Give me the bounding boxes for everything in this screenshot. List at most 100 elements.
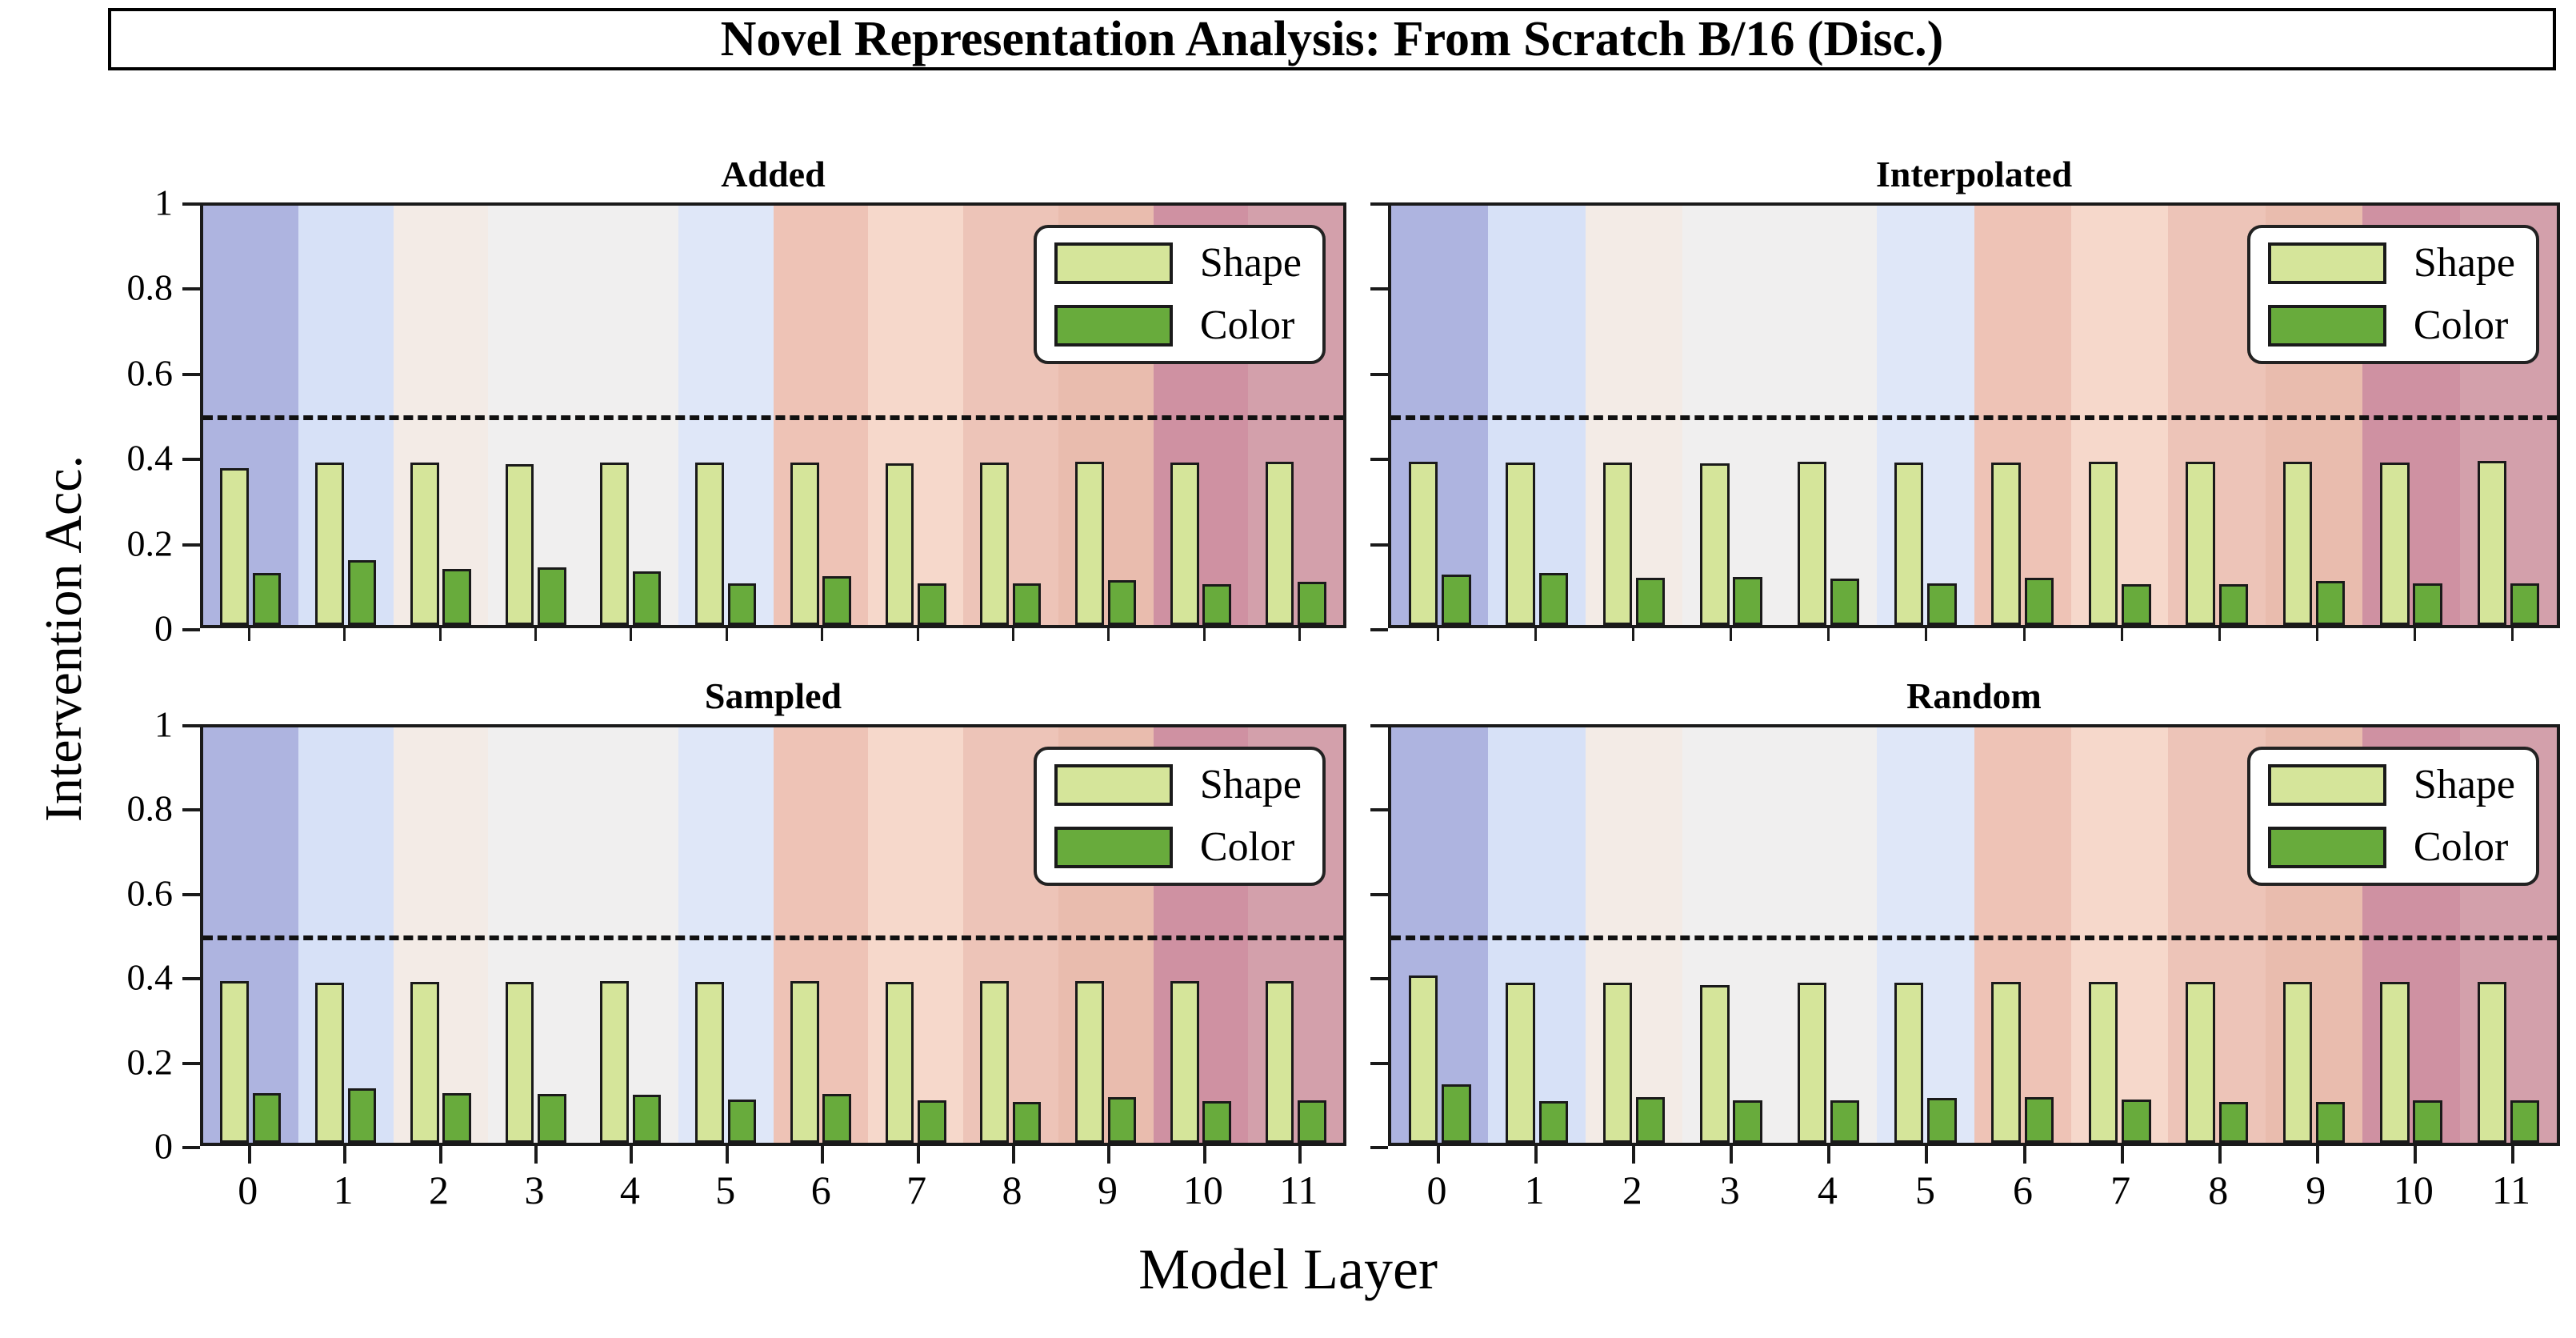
bar-shape <box>790 462 819 625</box>
bar-group-layer-1 <box>1488 206 1585 625</box>
bar-group-layer-4 <box>583 206 678 625</box>
x-tick-mark <box>916 1146 920 1164</box>
y-tick-mark <box>182 1146 200 1149</box>
x-tick-label: 11 <box>2491 1168 2531 1212</box>
x-tick-label: 9 <box>2306 1168 2326 1212</box>
bar-shape <box>1894 983 1924 1143</box>
x-tick-mark <box>2218 1146 2222 1164</box>
bar-color <box>727 1099 757 1143</box>
y-tick-label: 0 <box>154 607 173 649</box>
y-tick-mark <box>1370 724 1388 727</box>
bar-color <box>1927 583 1957 625</box>
x-tick-mark <box>534 1146 538 1164</box>
bar-color <box>1012 1102 1042 1143</box>
y-tick-label: 1 <box>154 182 173 223</box>
x-tick-mark <box>2022 628 2026 641</box>
x-tick-mark <box>1107 1146 1111 1164</box>
bar-shape <box>1265 980 1294 1143</box>
bar-group-layer-6 <box>774 206 869 625</box>
bar-color <box>1012 583 1042 625</box>
bar-shape <box>790 980 819 1143</box>
bar-shape <box>1894 462 1924 625</box>
bar-group-layer-5 <box>1877 206 1974 625</box>
bar-color <box>1733 576 1762 625</box>
y-tick-mark <box>1370 628 1388 631</box>
bar-shape <box>1602 462 1633 625</box>
bar-shape <box>1506 462 1535 625</box>
x-tick-mark <box>1298 1146 1302 1164</box>
bars-layer <box>1391 727 2557 1143</box>
x-tick-mark <box>725 628 728 641</box>
x-tick-mark <box>916 628 919 641</box>
y-tick-mark <box>182 458 200 462</box>
bar-color <box>2315 580 2346 625</box>
legend-item-color[interactable]: Color <box>2267 305 2515 347</box>
bar-color <box>2122 1099 2151 1143</box>
bar-group-layer-10 <box>2362 727 2459 1143</box>
legend-item-color[interactable]: Color <box>1054 305 1302 347</box>
y-tick-mark <box>1370 808 1388 812</box>
bar-group-layer-0 <box>1391 206 1488 625</box>
bar-group-layer-11 <box>2460 727 2557 1143</box>
bar-shape <box>2380 462 2410 625</box>
x-tick-mark <box>1632 1146 1636 1164</box>
legend-item-shape[interactable]: Shape <box>1054 242 1302 284</box>
x-tick-mark <box>2510 628 2514 641</box>
legend-label-shape: Shape <box>2413 240 2515 286</box>
bar-group-layer-2 <box>394 727 489 1143</box>
bar-group-layer-0 <box>203 727 298 1143</box>
x-tick-mark <box>1437 628 1440 641</box>
y-tick-mark <box>182 1061 200 1065</box>
bar-group-layer-11 <box>1248 727 1343 1143</box>
x-tick-mark <box>1730 628 1733 641</box>
bar-group-layer-9 <box>1058 206 1154 625</box>
x-tick-mark <box>2510 1146 2514 1164</box>
x-tick-mark <box>725 1146 729 1164</box>
y-tick-label: 0.2 <box>126 523 174 564</box>
bar-group-layer-8 <box>963 727 1058 1143</box>
bar-shape <box>980 462 1009 625</box>
bar-group-layer-6 <box>774 727 869 1143</box>
bar-group-layer-9 <box>2266 727 2362 1143</box>
y-tick-mark <box>1370 1146 1388 1149</box>
x-tick-mark <box>438 1146 442 1164</box>
x-tick-mark <box>1632 628 1635 641</box>
bar-shape <box>2477 981 2506 1143</box>
bar-color <box>2510 1100 2540 1143</box>
bar-group-layer-9 <box>2266 206 2362 625</box>
bar-group-layer-6 <box>1974 727 2071 1143</box>
legend-item-shape[interactable]: Shape <box>2267 240 2515 286</box>
legend-item-shape[interactable]: Shape <box>1054 764 1302 806</box>
y-tick-mark <box>182 808 200 812</box>
legend-item-color[interactable]: Color <box>2267 827 2515 868</box>
legend-label-shape: Shape <box>2413 762 2515 807</box>
x-tick-mark <box>343 628 346 641</box>
legend-swatch-shape <box>1054 242 1173 284</box>
bar-color <box>918 583 946 625</box>
legend-item-shape[interactable]: Shape <box>2267 762 2515 807</box>
bar-color <box>1635 578 1666 625</box>
x-tick-mark <box>1925 628 1928 641</box>
y-tick-mark <box>182 724 200 727</box>
bar-shape <box>1408 461 1438 625</box>
bar-color <box>2413 1100 2442 1143</box>
bar-group-layer-3 <box>1682 206 1779 625</box>
bar-color <box>538 567 566 625</box>
bar-shape <box>2282 461 2313 625</box>
bar-color <box>632 571 662 625</box>
bar-shape <box>410 981 439 1143</box>
y-tick-label: 0.6 <box>126 352 174 394</box>
legend-item-color[interactable]: Color <box>1054 827 1302 868</box>
bar-group-layer-1 <box>298 727 394 1143</box>
legend-label-color: Color <box>1199 824 1295 870</box>
subplot-title: Added <box>721 154 826 194</box>
chance-level-line <box>1391 935 2557 940</box>
